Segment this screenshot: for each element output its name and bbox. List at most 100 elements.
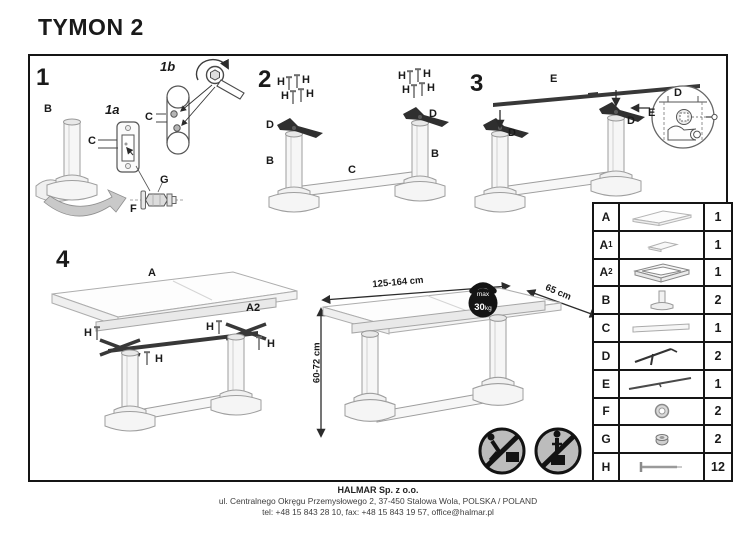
step1-label-b: B (44, 103, 52, 115)
part-letter: E (594, 370, 620, 397)
step3-number: 3 (470, 70, 484, 97)
max-load-icon (468, 282, 498, 318)
part-qty: 2 (703, 426, 731, 453)
step2-label-b-right: B (431, 148, 439, 160)
nut-part-icon (620, 426, 703, 452)
step3-detail-label-e: E (648, 107, 656, 119)
table-row: H 12 (594, 452, 731, 480)
part-qty: 1 (703, 259, 731, 286)
stretcher-beam-part-icon (620, 315, 703, 341)
table-row: E 1 (594, 368, 731, 397)
leg-part-icon (620, 287, 703, 313)
step1-label-c-plate: C (88, 135, 96, 147)
no-climbing-icon (478, 427, 526, 475)
step3-label-d-left: D (508, 127, 516, 139)
max-load-number: 30 (474, 302, 485, 313)
step3-base-assembly (474, 102, 645, 213)
part-qty: 1 (703, 231, 731, 258)
step1-label-f: F (130, 203, 137, 215)
step3-detail-circle (651, 85, 718, 149)
step2-label-h: H (427, 82, 435, 94)
part-letter: H (594, 454, 620, 480)
tabletop-part-icon (620, 204, 703, 230)
step1-label-c-link: C (145, 111, 153, 123)
bracket-part-icon (620, 343, 703, 369)
company-name: HALMAR Sp. z o.o. (337, 485, 419, 495)
step2-base-assembly (268, 68, 449, 213)
part-letter: G (594, 426, 620, 453)
height-dimension-label: 60-72 cm (311, 342, 323, 384)
step3-detail-label-d: D (674, 87, 682, 99)
no-standing-icon (534, 427, 582, 475)
step2-label-c: C (348, 164, 356, 176)
step1-wrench-illustration (180, 58, 245, 126)
step2-label-h: H (302, 74, 310, 86)
max-load-caption: max (476, 291, 490, 298)
part-letter: B (594, 287, 620, 314)
step2-label-h: H (281, 90, 289, 102)
company-address: ul. Centralnego Okręgu Przemysłowego 2, … (218, 496, 538, 506)
step3-support-bar (493, 84, 700, 129)
dimension-figure (316, 282, 599, 438)
support-bar-part-icon (620, 371, 703, 397)
company-contact: tel: +48 15 843 28 10, fax: +48 15 843 1… (262, 507, 494, 517)
table-row: A 1 (594, 204, 731, 230)
step1-substep-1a: 1a (105, 102, 120, 117)
step2-label-h: H (398, 70, 406, 82)
step2-label-h: H (423, 68, 431, 80)
part-letter: C (594, 315, 620, 341)
step1-detail-1b-link (156, 85, 190, 155)
page-title: TYMON 2 (38, 14, 144, 40)
step2-number: 2 (258, 66, 272, 93)
step4-label-h: H (155, 353, 163, 365)
part-qty: 2 (703, 287, 731, 314)
flip-arrow (43, 189, 127, 217)
step3-label-e: E (550, 73, 558, 85)
step4-tabletop-assembly (51, 271, 298, 332)
table-row: F 2 (594, 396, 731, 425)
part-qty: 12 (703, 454, 731, 480)
max-load-value: 30kg (463, 298, 503, 314)
step2-label-h: H (306, 88, 314, 100)
screw-part-icon (620, 454, 703, 480)
step4-label-a2: A2 (246, 302, 261, 314)
step1-number: 1 (36, 64, 50, 91)
part-qty: 2 (703, 342, 731, 369)
step1-washer-nut-assembly (130, 180, 184, 210)
step2-label-h: H (277, 76, 285, 88)
table-row: D 2 (594, 340, 731, 369)
part-letter: F (594, 398, 620, 425)
step3-label-d-right: D (627, 115, 635, 127)
table-row: B 2 (594, 285, 731, 314)
step4-label-h: H (206, 321, 214, 333)
max-load-unit: kg (484, 305, 492, 312)
step4-label-a: A (148, 267, 156, 279)
part-letter: A (594, 204, 620, 230)
step2-label-b-left: B (266, 155, 274, 167)
washer-part-icon (620, 399, 703, 425)
part-letter: D (594, 342, 620, 369)
apron-frame-part-icon (620, 260, 703, 286)
part-qty: 1 (703, 370, 731, 397)
step1-label-g: G (160, 174, 169, 186)
table-row: G 2 (594, 424, 731, 453)
step2-label-h: H (402, 84, 410, 96)
step2-label-d-left: D (266, 119, 274, 131)
footer: HALMAR Sp. z o.o. ul. Centralnego Okręgu… (0, 485, 756, 517)
step1-substep-1b: 1b (160, 59, 176, 74)
step4-base-assembly (104, 333, 262, 432)
step1-flip-leg-illustration (35, 118, 127, 217)
part-qty: 1 (703, 204, 731, 230)
part-qty: 2 (703, 398, 731, 425)
part-qty: 1 (703, 315, 731, 341)
table-row: C 1 (594, 313, 731, 341)
step4-label-h: H (84, 327, 92, 339)
step4-label-h: H (267, 338, 275, 350)
